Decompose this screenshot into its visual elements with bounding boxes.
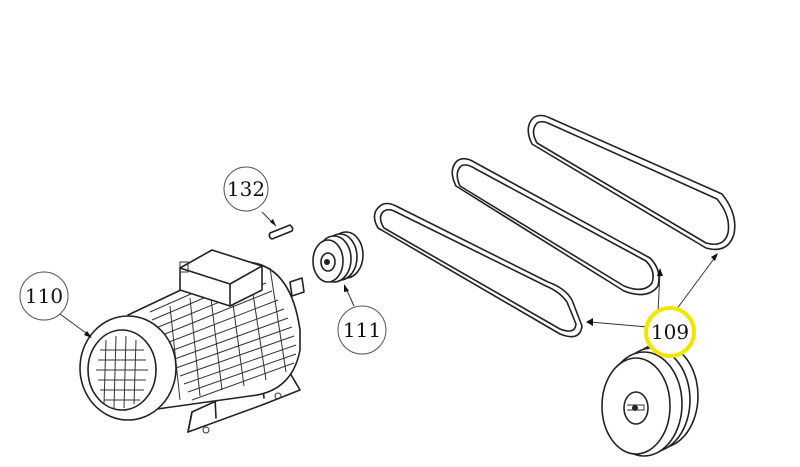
driven-pulley[interactable] — [601, 343, 699, 457]
callout-109-label: 109 — [651, 320, 689, 344]
v-belts[interactable] — [373, 114, 736, 338]
callout-110[interactable]: 110 — [19, 271, 69, 321]
callout-111-label: 111 — [343, 318, 381, 342]
fan-grille — [96, 335, 148, 409]
motor-pulley[interactable] — [312, 231, 364, 283]
callout-132[interactable]: 132 — [223, 166, 269, 212]
shaft-key[interactable] — [268, 224, 294, 240]
leader-lines — [59, 211, 718, 338]
callout-132-label: 132 — [227, 177, 265, 201]
callout-109-highlighted[interactable]: 109 — [644, 306, 696, 358]
callout-111[interactable]: 111 — [337, 305, 387, 355]
electric-motor[interactable] — [79, 249, 305, 434]
callout-110-label: 110 — [25, 284, 63, 308]
